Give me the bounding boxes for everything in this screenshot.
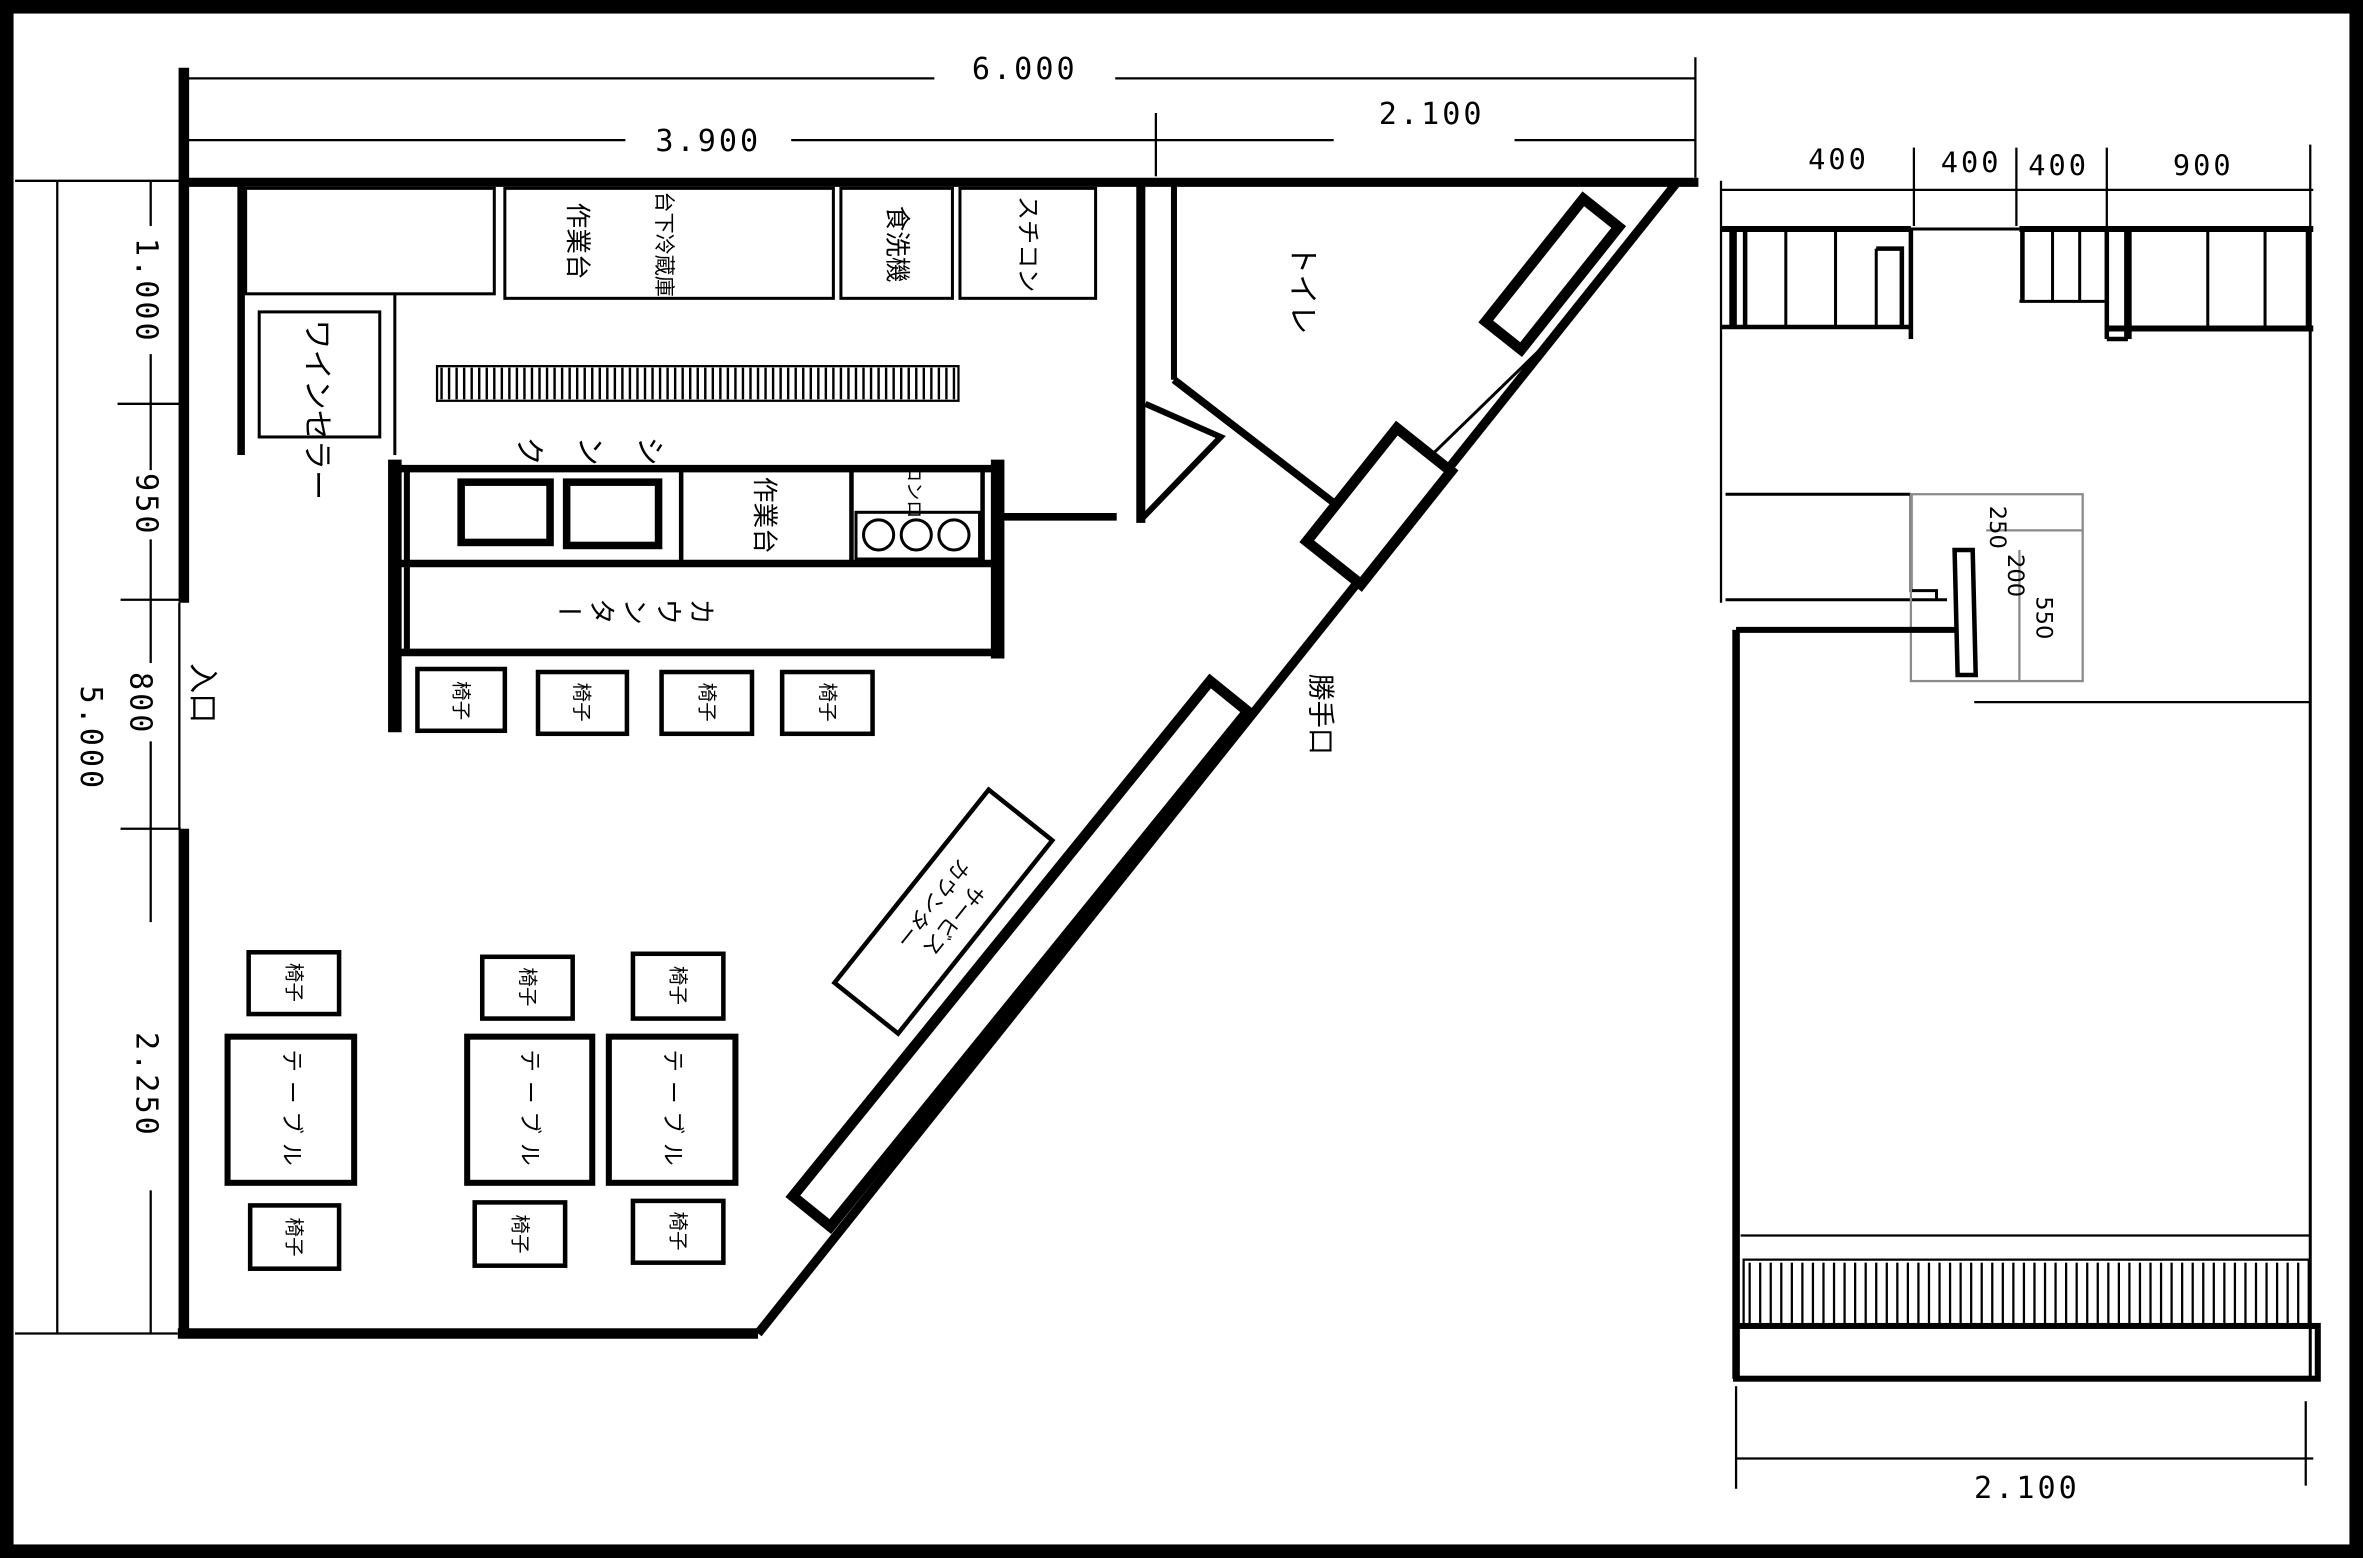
chair-label: 椅子 bbox=[516, 967, 539, 1006]
toilet-width-label: 2.100 bbox=[1379, 97, 1485, 132]
elevation-dimension-label: 400 bbox=[1808, 143, 1869, 177]
service-counter bbox=[831, 786, 1056, 1037]
table bbox=[224, 1033, 358, 1186]
depth-segment-label: 800 bbox=[123, 672, 158, 735]
steam-convection-oven bbox=[958, 186, 1098, 300]
elevation-dimension-label: 400 bbox=[2028, 149, 2089, 183]
wall-diagonal bbox=[754, 181, 1680, 1337]
elevation-dimension-label: 900 bbox=[2173, 149, 2234, 183]
island-work-table-label: 作業台 bbox=[749, 477, 779, 554]
storage-cabinet bbox=[244, 186, 496, 296]
kitchen-island: シンク 作業台 コンロ カウンター bbox=[388, 430, 1117, 733]
chair bbox=[659, 669, 755, 737]
chair bbox=[246, 950, 342, 1017]
back-door bbox=[1299, 420, 1459, 592]
sink-basin bbox=[457, 478, 554, 547]
table-label: テーブル bbox=[659, 1049, 685, 1174]
work-table-label: 作業台 bbox=[562, 203, 592, 280]
back-door-label: 勝手口 bbox=[1305, 674, 1336, 755]
total-width-label: 6.000 bbox=[972, 52, 1078, 87]
stove bbox=[854, 510, 982, 561]
stool-dimension-label: 550 bbox=[2031, 596, 2057, 639]
chair-label: 椅子 bbox=[695, 683, 718, 722]
under-counter-fridge-label: 台下冷蔵庫 bbox=[652, 191, 677, 296]
dishwasher-label: 食洗機 bbox=[882, 206, 912, 283]
table bbox=[605, 1033, 739, 1186]
dining-seating: 椅子 椅子 椅子 テーブル テーブル テーブル 椅子 椅子 椅子 bbox=[224, 950, 739, 1271]
chair bbox=[472, 1200, 568, 1268]
grille-stripes bbox=[440, 367, 956, 400]
chair bbox=[415, 666, 508, 734]
toilet: トイレ bbox=[1136, 182, 1341, 523]
shelf-line bbox=[1876, 246, 1905, 327]
long-counter bbox=[785, 673, 1256, 1234]
entrance-label: 入口 bbox=[184, 663, 219, 723]
counter-label: カウンター bbox=[550, 593, 716, 624]
toilet-wall bbox=[1171, 376, 1341, 510]
service-area: サービス カウンター bbox=[785, 673, 1256, 1234]
burner bbox=[937, 518, 971, 552]
depth-segment-label: 1.000 bbox=[129, 238, 164, 344]
toilet-door-swing bbox=[1138, 401, 1226, 522]
stool-dimension-label: 200 bbox=[2002, 554, 2028, 597]
stool-dimension-box bbox=[1909, 493, 2084, 683]
top-dimensions: 6.000 3.900 2.100 bbox=[188, 52, 1697, 178]
chair-label: 椅子 bbox=[282, 1217, 305, 1256]
chair-label: 椅子 bbox=[450, 681, 473, 720]
elevation-base bbox=[1733, 1322, 2321, 1382]
chair bbox=[630, 1198, 726, 1265]
table-label: テーブル bbox=[516, 1049, 542, 1174]
elevation-width-label: 2.100 bbox=[1974, 1471, 2080, 1506]
burner bbox=[899, 518, 933, 552]
dishwasher bbox=[839, 186, 954, 300]
elevation-dimension-label: 400 bbox=[1941, 146, 2002, 180]
chair bbox=[630, 951, 726, 1021]
chair-label: 椅子 bbox=[816, 683, 839, 722]
burner bbox=[862, 518, 896, 552]
chair bbox=[779, 669, 875, 737]
window bbox=[1478, 191, 1627, 358]
wine-cellar-label: ワインセラー bbox=[299, 319, 334, 500]
chair bbox=[535, 669, 630, 737]
chair-label: 椅子 bbox=[570, 683, 593, 722]
toilet-label: トイレ bbox=[1285, 244, 1320, 334]
table bbox=[464, 1033, 596, 1186]
kitchen-back-row: ワインセラー 作業台 台下冷蔵庫 食洗機 スチコン bbox=[237, 182, 1098, 500]
sink-basin bbox=[562, 478, 663, 550]
footrest-grille-stripes bbox=[1748, 1262, 2300, 1323]
walls bbox=[177, 67, 1699, 1339]
chair-label: 椅子 bbox=[667, 1211, 690, 1250]
chair-label: 椅子 bbox=[667, 966, 690, 1005]
chair bbox=[479, 954, 575, 1021]
table-label: テーブル bbox=[278, 1049, 304, 1174]
dining-width-label: 3.900 bbox=[655, 124, 761, 159]
work-table bbox=[503, 186, 835, 300]
left-dimensions: 5.000 1.000 950 800 2.250 bbox=[15, 179, 187, 1335]
wine-cellar bbox=[257, 310, 382, 439]
depth-segment-label: 2.250 bbox=[129, 1032, 164, 1138]
steam-convection-oven-label: スチコン bbox=[1014, 196, 1042, 292]
depth-segment-label: 950 bbox=[129, 473, 164, 536]
stool-dimension-label: 250 bbox=[1984, 506, 2010, 549]
chair-label: 椅子 bbox=[508, 1214, 531, 1253]
sink-label: シンク bbox=[485, 430, 666, 465]
total-depth-label: 5.000 bbox=[73, 685, 108, 791]
counter-elevation: 400 400 400 900 bbox=[1719, 143, 2321, 1506]
counter-seating: 椅子 椅子 椅子 椅子 bbox=[415, 666, 875, 737]
wall-diagonal-inner bbox=[1433, 348, 1542, 454]
chair bbox=[247, 1203, 342, 1271]
stove-label: コンロ bbox=[903, 464, 924, 518]
chair-label: 椅子 bbox=[282, 963, 305, 1002]
bar-stool bbox=[1952, 547, 1979, 678]
